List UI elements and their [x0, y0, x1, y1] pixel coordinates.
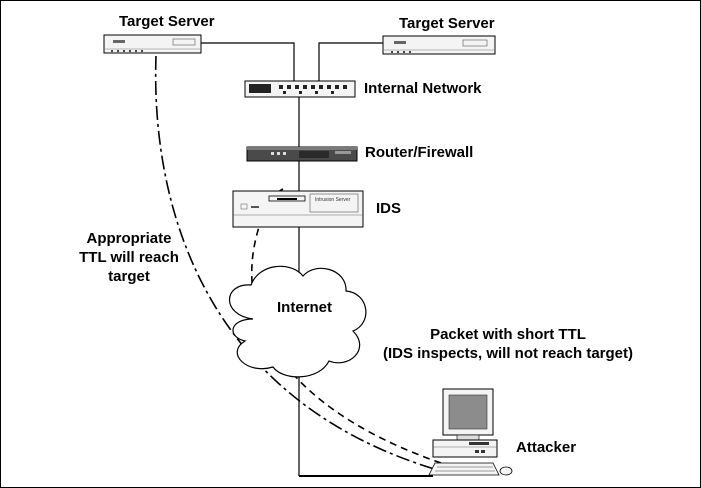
ids-panel-text: Intrusion Server	[315, 197, 351, 203]
appropriate-ttl-note: Appropriate TTL will reach target	[65, 229, 193, 286]
ids-appliance-icon: Intrusion Server	[232, 190, 364, 228]
appropriate-ttl-line-1: Appropriate	[86, 230, 172, 247]
router-firewall-label: Router/Firewall	[365, 144, 474, 161]
short-ttl-note: Packet with short TTL (IDS inspects, wil…	[373, 325, 643, 363]
ids-label: IDS	[376, 200, 402, 217]
short-ttl-line-1: Packet with short TTL	[430, 326, 586, 343]
internet-cloud-icon	[228, 265, 367, 378]
network-switch-icon	[244, 80, 356, 98]
attacker-label: Attacker	[516, 439, 577, 456]
short-ttl-line-2: (IDS inspects, will not reach target)	[382, 345, 634, 362]
network-links	[201, 42, 433, 477]
internal-network-label: Internal Network	[364, 80, 482, 97]
appropriate-ttl-line-3: target	[108, 268, 150, 285]
server-icon	[382, 35, 496, 55]
router-firewall-icon	[246, 146, 358, 162]
link-left-server-switch	[201, 42, 295, 81]
attacker-workstation-icon	[428, 388, 513, 476]
link-right-server-switch	[318, 42, 383, 81]
server-icon	[103, 34, 202, 54]
target-server-left-label: Target Server	[119, 13, 215, 30]
target-server-right-label: Target Server	[399, 15, 495, 32]
internet-label: Internet	[277, 299, 333, 316]
appropriate-ttl-line-2: TTL will reach	[79, 249, 179, 266]
appropriate-ttl-path	[154, 55, 442, 472]
